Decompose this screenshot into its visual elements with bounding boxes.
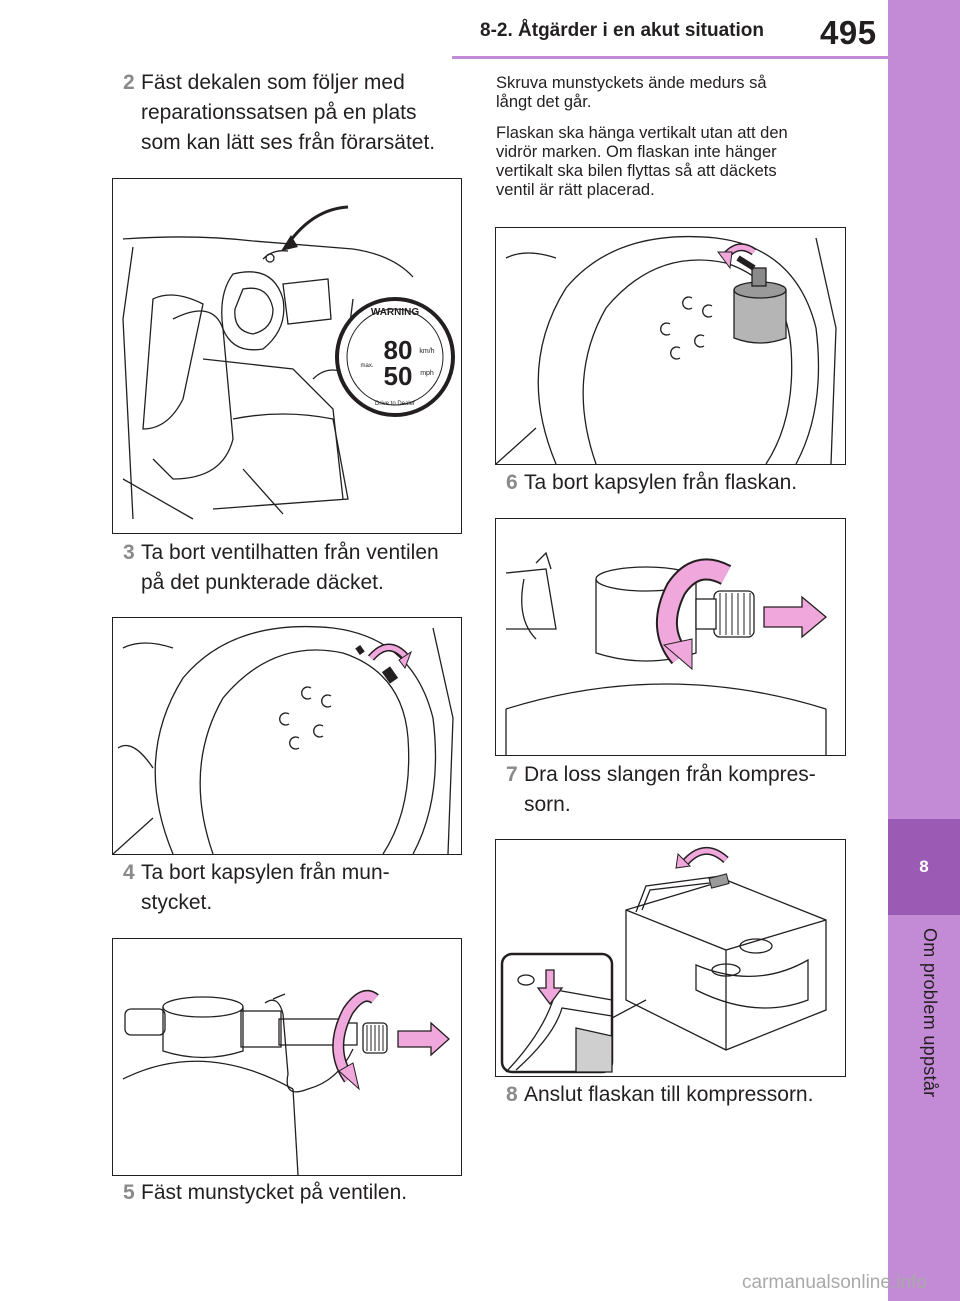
step-number: 4 [123,861,135,884]
chapter-sidebar [888,0,960,1301]
step-number: 2 [123,71,135,94]
paragraph-line: ventil är rätt placerad. [496,181,655,199]
sticker-unit-mph: mph [420,370,434,377]
sticker-speed-mph: 50 [384,361,413,391]
page-number: 495 [820,14,877,51]
instruction-paragraph: Flaskan ska hänga vertikalt utan att den… [496,124,866,200]
sticker-max-label: max. [360,363,373,369]
warning-sticker: WARNING 80 50 km/h mph max. Drive to Dea… [335,297,455,417]
nozzle-knob [362,1022,388,1054]
step-number: 6 [506,471,518,494]
step-text-line: som kan lätt ses från förarsätet. [141,131,436,154]
lug-nuts [279,686,332,750]
step-text-line: stycket. [141,891,213,914]
step-text-line: Fäst dekalen som följer med [141,71,405,94]
step-number: 8 [506,1083,518,1106]
step-7: 7 Dra loss slangen från kompres- sorn. [506,760,816,820]
step-2: 2 Fäst dekalen som följer med reparation… [123,68,436,158]
step-text-line: Anslut flaskan till kompressorn. [524,1083,814,1106]
compressor-body [625,875,827,1051]
chapter-number: 8 [919,857,929,876]
step-text-line: Ta bort kapsylen från flaskan. [524,471,798,494]
lug-nuts [660,296,713,360]
chapter-number-tab[interactable]: 8 [888,819,960,915]
figure-bottle-hanging [495,227,846,465]
paragraph-line: Flaskan ska hänga vertikalt utan att den [496,124,788,142]
step-text-line: Ta bort kapsylen från mun- [141,861,390,884]
sticker-speed-kmh: 80 [384,335,413,365]
step-number: 5 [123,1181,135,1204]
sticker-warning-text: WARNING [371,307,420,318]
figure-detach-hose [495,839,846,1077]
chapter-title: Om problem uppstår [920,928,940,1098]
step-text-line: reparationssatsen på en plats [141,101,417,124]
paragraph-line: långt det går. [496,93,592,111]
step-number: 7 [506,763,518,786]
section-title: 8-2. Åtgärder i en akut situation [480,20,764,41]
figure-remove-valve-cap [112,617,462,855]
watermark: carmanualsonline.info [742,1272,927,1293]
figure-remove-nozzle-cap [112,938,462,1176]
step-text-line: Dra loss slangen från kompres- [524,763,816,786]
header-divider [452,56,888,59]
bottle-cap-illustration [505,551,828,755]
sealant-bottle [733,255,787,344]
step-5: 5 Fäst munstycket på ventilen. [123,1178,408,1208]
wheel-valve-illustration [113,625,454,854]
step-8: 8 Anslut flaskan till kompressorn. [506,1080,814,1110]
bottle-wheel-illustration [496,235,837,464]
paragraph-line: vidrör marken. Om flaskan inte hänger [496,143,777,161]
instruction-paragraph: Skruva munstyckets ände medurs så långt … [496,74,866,112]
step-text-line: sorn. [524,793,571,816]
step-text-line: på det punkterade däcket. [141,571,384,594]
step-text-line: Ta bort ventilhatten från ventilen [141,541,439,564]
inset-detail [500,952,614,1074]
sticker-unit-kmh: km/h [419,348,434,355]
figure-remove-bottle-cap [495,518,846,756]
nozzle-cap-illustration [122,990,450,1175]
bottle-cap-knob [695,590,755,638]
step-number: 3 [123,541,135,564]
step-3: 3 Ta bort ventilhatten från ventilen på … [123,538,439,598]
step-text-line: Fäst munstycket på ventilen. [141,1181,408,1204]
compressor-illustration [500,847,827,1074]
figure-car-interior-sticker: WARNING 80 50 km/h mph max. Drive to Dea… [112,178,462,534]
car-interior-illustration: WARNING 80 50 km/h mph max. Drive to Dea… [122,205,455,520]
step-4: 4 Ta bort kapsylen från mun- stycket. [123,858,390,918]
step-6: 6 Ta bort kapsylen från flaskan. [506,468,798,498]
paragraph-line: Skruva munstyckets ände medurs så [496,74,767,92]
sticker-drive-text: Drive to Dealer [375,401,415,407]
paragraph-line: vertikalt ska bilen flyttas så att däcke… [496,162,777,180]
